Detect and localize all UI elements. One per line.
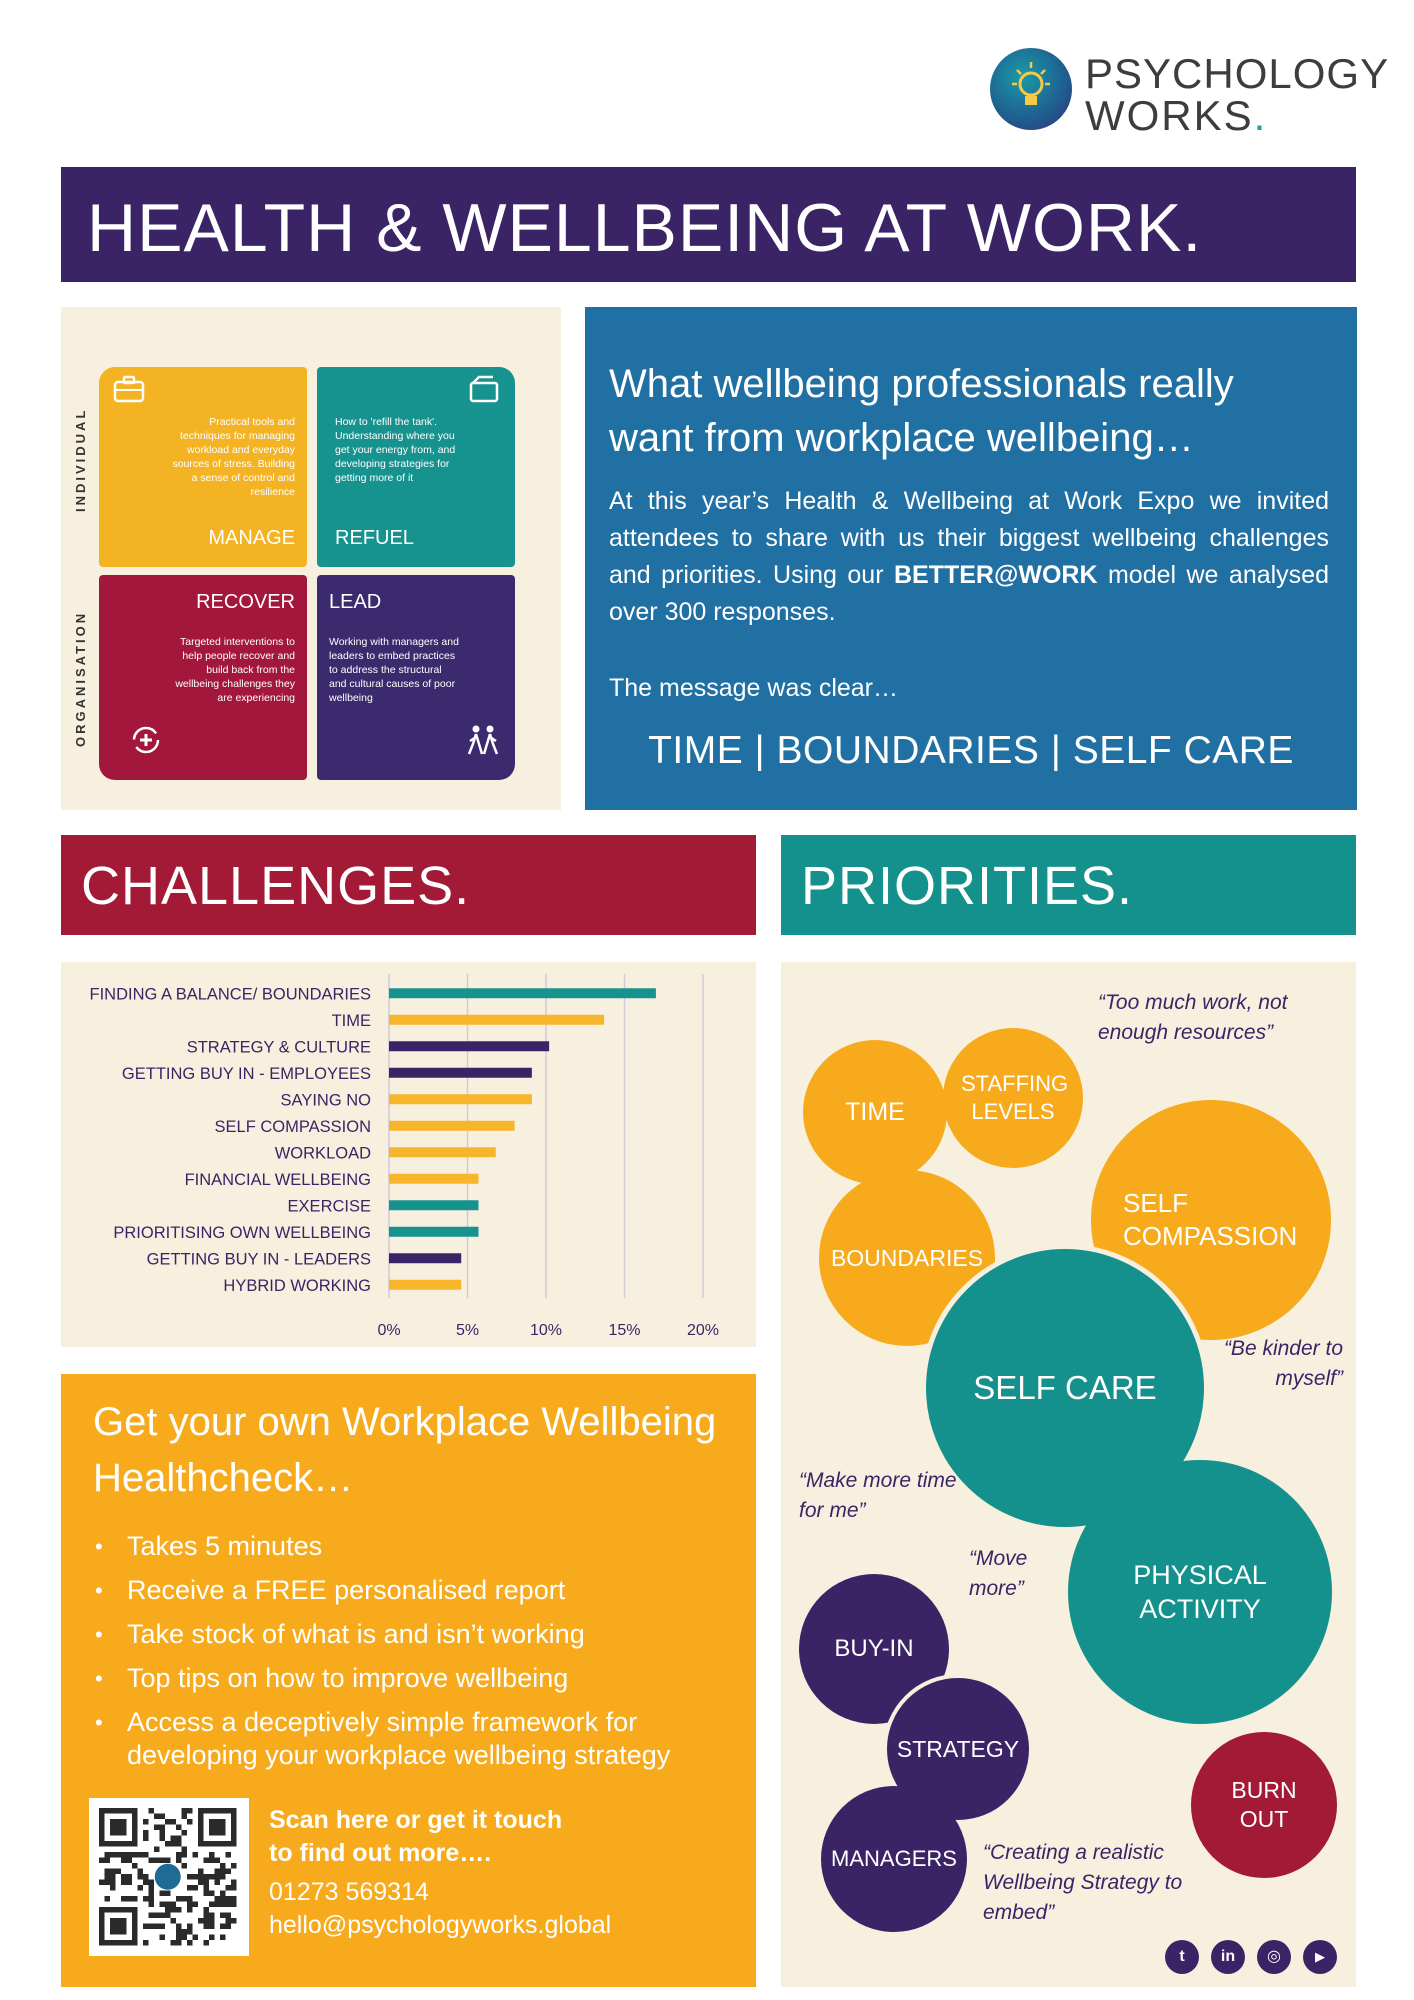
axis-organisation-label: ORGANISATION — [73, 610, 88, 747]
twitter-icon[interactable]: t — [1165, 1940, 1199, 1974]
challenges-bar-chart: 0% 5% 10% 15% 20% FINDING A BALANCE/ BOUNDARI… — [90, 974, 719, 1339]
category-label: HYBRID WORKING — [223, 1277, 371, 1295]
psychology-works-logo: PSYCHOLOGY WORKS. — [990, 48, 1388, 139]
lead-description: Working with managers and leaders to emb… — [329, 636, 459, 704]
priorities-heading: PRIORITIES. — [801, 856, 1134, 916]
recover-description: Targeted interventions to help people re… — [175, 636, 295, 704]
category-label: STRATEGY & CULTURE — [187, 1038, 371, 1056]
list-item: Access a deceptively simple framework fo… — [93, 1706, 743, 1772]
x-tick-label: 0% — [377, 1322, 400, 1339]
quote-make-more-time: “Make more time for me” — [799, 1469, 957, 1522]
phone-number[interactable]: 01273 569314 — [269, 1878, 429, 1906]
category-label: TIME — [332, 1012, 371, 1030]
refuel-description: How to 'refill the tank'. Understanding … — [335, 416, 456, 484]
list-item: Takes 5 minutes — [93, 1530, 743, 1563]
bar — [389, 1067, 532, 1078]
quote-be-kinder: “Be kinder to myself” — [1223, 1337, 1343, 1390]
priorities-banner: PRIORITIES. — [781, 835, 1356, 935]
category-label: GETTING BUY IN - EMPLOYEES — [122, 1065, 371, 1083]
contact-info: Scan here or get it touch to find out mo… — [269, 1804, 739, 1942]
intro-body: At this year’s Health & Wellbeing at Wor… — [609, 487, 1329, 626]
lightbulb-logo-icon — [990, 48, 1072, 130]
category-label: EXERCISE — [288, 1197, 371, 1215]
x-tick-label: 20% — [687, 1322, 719, 1339]
intro-heading: What wellbeing professionals really want… — [609, 362, 1234, 460]
scan-line-1: Scan here or get it touch — [269, 1806, 563, 1834]
list-item: Take stock of what is and isn’t working — [93, 1618, 743, 1651]
bar — [389, 1253, 462, 1264]
qr-code-icon — [99, 1808, 237, 1946]
bar — [389, 988, 656, 999]
better-at-work-model-name: BETTER@WORK — [893, 561, 1098, 589]
quote-creating-strategy: “Creating a realistic Wellbeing Strategy… — [983, 1841, 1183, 1924]
bar — [389, 1279, 462, 1290]
priorities-panel: “Too much work, not enough resources” TI… — [781, 962, 1356, 1987]
manage-title: MANAGE — [208, 527, 295, 549]
bar — [389, 1120, 515, 1131]
page-title: HEALTH & WELLBEING AT WORK. — [87, 190, 1203, 266]
healthcheck-panel: Get your own Workplace Wellbeing Healthc… — [61, 1374, 756, 1987]
healthcheck-bullets: Takes 5 minutes Receive a FREE personali… — [93, 1530, 743, 1783]
people-walking-icon — [465, 723, 501, 764]
healthcheck-heading: Get your own Workplace Wellbeing Healthc… — [93, 1400, 717, 1500]
list-item: Receive a FREE personalised report — [93, 1574, 743, 1607]
category-label: FINDING A BALANCE/ BOUNDARIES — [90, 985, 371, 1003]
manage-description: Practical tools and techniques for manag… — [172, 416, 295, 498]
recovery-cycle-icon — [129, 723, 163, 764]
list-item: Top tips on how to improve wellbeing — [93, 1662, 743, 1695]
intro-message: The message was clear… — [609, 674, 899, 702]
category-label: SELF COMPASSION — [215, 1118, 371, 1136]
bubble-buy-in: BUY-IN — [799, 1574, 949, 1724]
bar — [389, 1041, 550, 1052]
bubble-physical-activity: PHYSICAL ACTIVITY — [1068, 1460, 1332, 1724]
email-link[interactable]: hello@psychologyworks.global — [269, 1911, 612, 1939]
youtube-icon[interactable]: ▶ — [1303, 1940, 1337, 1974]
title-banner: HEALTH & WELLBEING AT WORK. — [61, 167, 1356, 282]
better-at-work-model: INDIVIDUAL ORGANISATION Practical tools … — [61, 307, 561, 810]
bar — [389, 1200, 479, 1211]
quadrant-refuel: How to 'refill the tank'. Understanding … — [317, 367, 515, 567]
bubble-managers: MANAGERS — [821, 1786, 967, 1932]
bubble-burn-out: BURN OUT — [1191, 1732, 1337, 1878]
intro-keywords: TIME | BOUNDARIES | SELF CARE — [648, 729, 1294, 772]
bubble-time: TIME — [803, 1040, 947, 1184]
bar — [389, 1173, 479, 1184]
challenges-banner: CHALLENGES. — [61, 835, 756, 935]
logo-line-2: WORKS. — [1085, 92, 1268, 139]
axis-individual-label: INDIVIDUAL — [73, 407, 88, 512]
refuel-title: REFUEL — [335, 527, 414, 549]
qr-code[interactable] — [89, 1798, 249, 1956]
challenges-heading: CHALLENGES. — [81, 856, 471, 916]
bar — [389, 1094, 532, 1105]
x-tick-label: 15% — [608, 1322, 640, 1339]
x-tick-label: 10% — [530, 1322, 562, 1339]
challenges-chart-panel: 0% 5% 10% 15% 20% FINDING A BALANCE/ BOUNDARI… — [61, 962, 756, 1347]
briefcase-icon — [113, 375, 145, 410]
bar — [389, 1014, 605, 1025]
lead-title: LEAD — [329, 591, 382, 613]
bar — [389, 1147, 496, 1158]
category-label: PRIORITISING OWN WELLBEING — [113, 1224, 371, 1242]
logo-line-1: PSYCHOLOGY — [1085, 50, 1390, 97]
category-label: WORKLOAD — [275, 1144, 371, 1162]
intro-panel: What wellbeing professionals really want… — [585, 307, 1357, 810]
x-tick-label: 5% — [456, 1322, 479, 1339]
fuel-can-icon — [467, 375, 501, 410]
category-label: FINANCIAL WELLBEING — [185, 1171, 371, 1189]
quadrant-manage: Practical tools and techniques for manag… — [99, 367, 307, 567]
instagram-icon[interactable]: ◎ — [1257, 1940, 1291, 1974]
category-label: SAYING NO — [281, 1091, 372, 1109]
quadrant-recover: RECOVER Targeted interventions to help p… — [99, 575, 307, 780]
recover-title: RECOVER — [196, 591, 295, 613]
category-label: GETTING BUY IN - LEADERS — [147, 1250, 371, 1268]
quote-move-more: “Move more” — [969, 1547, 1028, 1600]
linkedin-icon[interactable]: in — [1211, 1940, 1245, 1974]
bar — [389, 1226, 479, 1237]
quadrant-lead: LEAD Working with managers and leaders t… — [317, 575, 515, 780]
scan-line-2: to find out more…. — [269, 1839, 492, 1867]
quote-too-much-work: “Too much work, not enough resources” — [1098, 991, 1288, 1044]
bubble-staffing-levels: STAFFING LEVELS — [943, 1028, 1083, 1168]
